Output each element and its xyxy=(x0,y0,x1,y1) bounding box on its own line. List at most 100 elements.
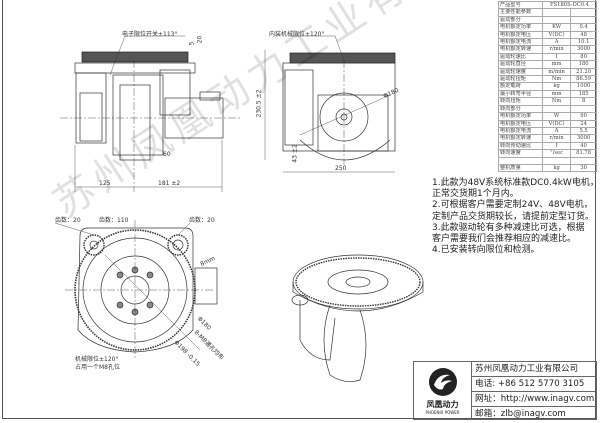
spec-unit: Nm xyxy=(541,75,572,84)
note-line: 1.此款为48V系统标准款DC0.4kW电机， xyxy=(432,178,599,188)
spec-name: 驱动轮扭矩 xyxy=(498,75,543,84)
spec-unit: m/min xyxy=(541,67,572,77)
spec-name: 额定载荷 xyxy=(498,82,543,91)
spec-name: 电机额定转速 xyxy=(498,45,543,54)
section-main: 主要性能参数 xyxy=(498,8,543,17)
front-view xyxy=(264,35,396,173)
label-dim-5: 5 xyxy=(188,41,196,46)
label-dim-125: 125 xyxy=(99,180,111,187)
top-view xyxy=(54,220,218,360)
label-teeth-right: 齿数：20 xyxy=(189,217,215,224)
model-value: FS180S-DC0.4 xyxy=(541,0,598,10)
spec-unit: kg xyxy=(541,163,572,173)
website-link[interactable]: 网址：http://www.inagv.com xyxy=(472,392,596,407)
spec-value: 10.1 xyxy=(570,38,597,47)
company-logo: 凤凰动力 PHOENIX POWER xyxy=(414,362,472,419)
spec-name: 转向传动速比 xyxy=(498,141,543,151)
isometric-view xyxy=(291,254,424,382)
spec-unit: A xyxy=(541,38,572,47)
spec-unit: °/sec xyxy=(541,149,572,158)
spec-unit: I xyxy=(541,141,572,151)
spec-value: 0.4 xyxy=(570,23,597,32)
label-m8-hole: 占用一个M8孔位 xyxy=(75,364,120,371)
spec-name: 最小转弯半径 xyxy=(498,89,543,99)
logo-text-cn: 凤凰动力 xyxy=(426,399,459,409)
spec-unit: A xyxy=(541,126,572,136)
spec-value: 86.59 xyxy=(570,75,597,84)
spec-unit: W xyxy=(541,112,572,121)
spec-name: 驱动轮直径 xyxy=(498,60,543,69)
spec-value: 30 xyxy=(570,163,597,173)
note-line: 3.此款驱动轮有多种减速比可选，根据 xyxy=(432,222,585,233)
label-electronic-limit: 电子限位开关±113° xyxy=(122,31,178,38)
spec-unit: mm xyxy=(541,60,572,69)
email-link[interactable]: 邮箱：zlb@inagv.com xyxy=(475,409,566,419)
model-label: 产品型号 xyxy=(498,0,543,10)
spec-name: 驱动轮速比 xyxy=(498,52,543,62)
spec-value: 8 xyxy=(570,97,597,106)
spec-name: 电机额定功率 xyxy=(498,23,543,32)
label-dim-60: 60 xyxy=(163,151,171,158)
spec-value: 5.5 xyxy=(570,126,597,136)
table-row xyxy=(498,156,597,165)
note-line: 4.已安装转向限位和检测。 xyxy=(432,245,540,256)
side-view xyxy=(60,35,240,192)
phoenix-logo-icon xyxy=(428,367,457,396)
spec-unit: Nm xyxy=(541,97,572,106)
spec-value: 90 xyxy=(570,112,597,121)
spec-name: 整机质量 xyxy=(498,163,543,173)
note-line: 客户需要我们会推荐相应的减速比。 xyxy=(432,234,577,245)
spec-value: 81.78 xyxy=(570,149,597,158)
spec-name: 电机额定电流 xyxy=(498,126,543,136)
note-line: 正常交货期1个月内。 xyxy=(432,189,519,200)
label-dim-20: 20 xyxy=(196,35,204,44)
table-row: 驱动部分 xyxy=(498,15,597,25)
spec-name: 转向速度 xyxy=(498,149,543,158)
label-dim-height: 230.5 ±2 xyxy=(255,89,263,118)
spec-unit: r/min xyxy=(541,45,572,54)
spec-name: 电机额定电压 xyxy=(498,30,543,40)
spec-value: 185 xyxy=(570,89,597,99)
spec-value: 40 xyxy=(570,141,597,151)
spec-name: 转向扭矩 xyxy=(498,97,543,106)
company-name: 苏州凤凰动力工业有限公司 xyxy=(472,362,596,377)
note-line: 2.可根据客户需要定制24V、48V电机， xyxy=(432,200,593,211)
label-dim-181: 181 ±2 xyxy=(158,180,181,187)
notes: 1.此款为48V系统标准款DC0.4kW电机， 正常交货期1个月内。 2.可根据… xyxy=(432,178,600,256)
spec-unit: I xyxy=(541,52,572,62)
spec-value: 80 xyxy=(570,52,597,62)
spec-unit: kg xyxy=(541,82,572,91)
spec-value: 1000 xyxy=(570,82,597,91)
contact-block: 凤凰动力 PHOENIX POWER 苏州凤凰动力工业有限公司 电话: +86 … xyxy=(413,361,597,420)
table-row: 主要性能参数 xyxy=(498,8,597,17)
label-teeth-left: 齿数：20 xyxy=(55,217,81,224)
spec-unit: r/min xyxy=(541,134,572,143)
spec-unit: mm xyxy=(541,89,572,99)
spec-name: 电机额定电压 xyxy=(498,119,543,128)
label-dim-250: 250 xyxy=(335,165,347,172)
spec-value: 3000 xyxy=(570,134,597,143)
spec-value: 180 xyxy=(570,60,597,69)
label-dim-43: 43 ±2 xyxy=(291,144,299,163)
spec-name: 驱动轮速度 xyxy=(498,67,543,77)
spec-value: 3000 xyxy=(570,45,597,54)
section-label: 转向部分 xyxy=(498,104,543,114)
spec-unit: V(DC) xyxy=(541,30,572,40)
